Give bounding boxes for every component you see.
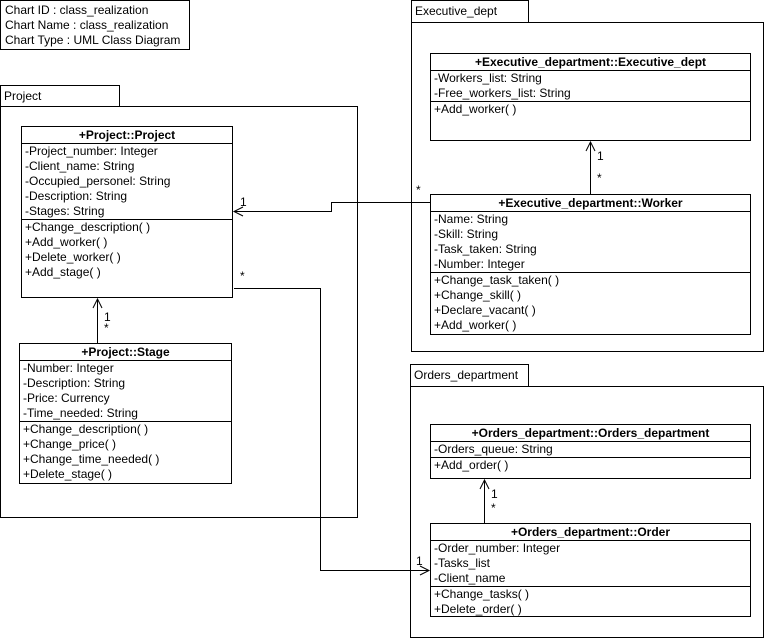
package-label-executive-dept: Executive_dept [415, 4, 498, 18]
operation: +Delete_stage( ) [23, 467, 113, 481]
operation: +Change_skill( ) [434, 288, 522, 302]
multiplicity-label: 1 [416, 554, 423, 568]
class-name: +Project::Stage [20, 344, 231, 361]
class-orders-department[interactable]: +Orders_department::Orders_department -O… [430, 424, 751, 479]
multiplicity-label: 1 [240, 195, 247, 209]
attribute: -Name: String [434, 212, 509, 226]
operation: +Delete_order( ) [434, 602, 522, 616]
attribute: -Client_name [434, 571, 506, 585]
chart-id-label: Chart ID : class_realization [5, 3, 149, 17]
operation: +Add_stage( ) [25, 265, 101, 279]
attribute: -Description: String [25, 189, 128, 203]
chart-info-box: Chart ID : class_realization Chart Name … [0, 0, 190, 50]
attributes-compartment: -Order_number: Integer -Tasks_list -Clie… [431, 541, 750, 587]
package-label-project: Project [4, 89, 42, 103]
attribute: -Price: Currency [23, 391, 110, 405]
operation: +Add_order( ) [434, 458, 509, 472]
package-label-orders-department: Orders_department [414, 368, 519, 382]
attribute: -Stages: String [25, 204, 105, 218]
operations-compartment: +Change_tasks( ) +Delete_order( ) [431, 587, 750, 617]
class-worker[interactable]: +Executive_department::Worker -Name: Str… [430, 194, 751, 335]
attribute: -Skill: String [434, 227, 499, 241]
class-name: +Project::Project [22, 127, 232, 144]
operations-compartment: +Add_worker( ) [431, 102, 750, 117]
chart-type-label: Chart Type : UML Class Diagram [5, 33, 181, 47]
attributes-compartment: -Name: String -Skill: String -Task_taken… [431, 212, 750, 273]
attribute: -Number: Integer [23, 361, 114, 375]
multiplicity-label: * [597, 171, 602, 185]
attribute: -Workers_list: String [434, 71, 542, 85]
package-tab-project[interactable]: Project [0, 85, 120, 107]
operation: +Add_worker( ) [25, 235, 108, 249]
attribute: -Order_number: Integer [434, 541, 561, 555]
attributes-compartment: -Orders_queue: String [431, 442, 750, 458]
class-project[interactable]: +Project::Project -Project_number: Integ… [21, 126, 233, 298]
operation: +Change_task_taken( ) [434, 273, 560, 287]
package-tab-orders-department[interactable]: Orders_department [410, 364, 529, 387]
attribute: -Task_taken: String [434, 242, 537, 256]
class-stage[interactable]: +Project::Stage -Number: Integer -Descri… [19, 343, 232, 484]
operation: +Change_description( ) [25, 220, 151, 234]
operation: +Change_description( ) [23, 422, 149, 436]
attribute: -Project_number: Integer [25, 144, 158, 158]
attribute: -Description: String [23, 376, 126, 390]
multiplicity-label: * [240, 269, 245, 283]
operation: +Change_time_needed( ) [23, 452, 160, 466]
operation: +Declare_vacant( ) [434, 303, 536, 317]
multiplicity-label: * [104, 321, 109, 335]
attributes-compartment: -Project_number: Integer -Client_name: S… [22, 144, 232, 220]
multiplicity-label: 1 [491, 487, 498, 501]
attribute: -Free_workers_list: String [434, 86, 571, 100]
operation: +Change_price( ) [23, 437, 117, 451]
operation: +Add_worker( ) [434, 318, 517, 332]
operations-compartment: +Change_description( ) +Add_worker( ) +D… [22, 220, 232, 280]
operation: +Change_tasks( ) [434, 587, 530, 601]
operation: +Delete_worker( ) [25, 250, 121, 264]
class-name: +Executive_department::Executive_dept [431, 54, 750, 71]
class-order[interactable]: +Orders_department::Order -Order_number:… [430, 523, 751, 617]
attribute: -Occupied_personel: String [25, 174, 171, 188]
class-name: +Executive_department::Worker [431, 195, 750, 212]
operations-compartment: +Change_task_taken( ) +Change_skill( ) +… [431, 273, 750, 333]
multiplicity-label: * [491, 501, 496, 515]
attribute: -Orders_queue: String [434, 442, 553, 456]
attribute: -Tasks_list [434, 556, 491, 570]
multiplicity-label: 1 [597, 149, 604, 163]
package-tab-executive-dept[interactable]: Executive_dept [411, 0, 529, 23]
multiplicity-label: * [416, 183, 421, 197]
attributes-compartment: -Workers_list: String -Free_workers_list… [431, 71, 750, 102]
attribute: -Client_name: String [25, 159, 135, 173]
attribute: -Number: Integer [434, 257, 525, 271]
operations-compartment: +Change_description( ) +Change_price( ) … [20, 422, 231, 482]
multiplicity-label: 1 [104, 310, 111, 324]
chart-name-label: Chart Name : class_realization [5, 18, 169, 32]
class-name: +Orders_department::Orders_department [431, 425, 750, 442]
class-name: +Orders_department::Order [431, 524, 750, 541]
attribute: -Time_needed: String [23, 406, 138, 420]
operation: +Add_worker( ) [434, 102, 517, 116]
attributes-compartment: -Number: Integer -Description: String -P… [20, 361, 231, 422]
class-executive-dept[interactable]: +Executive_department::Executive_dept -W… [430, 53, 751, 141]
operations-compartment: +Add_order( ) [431, 458, 750, 473]
